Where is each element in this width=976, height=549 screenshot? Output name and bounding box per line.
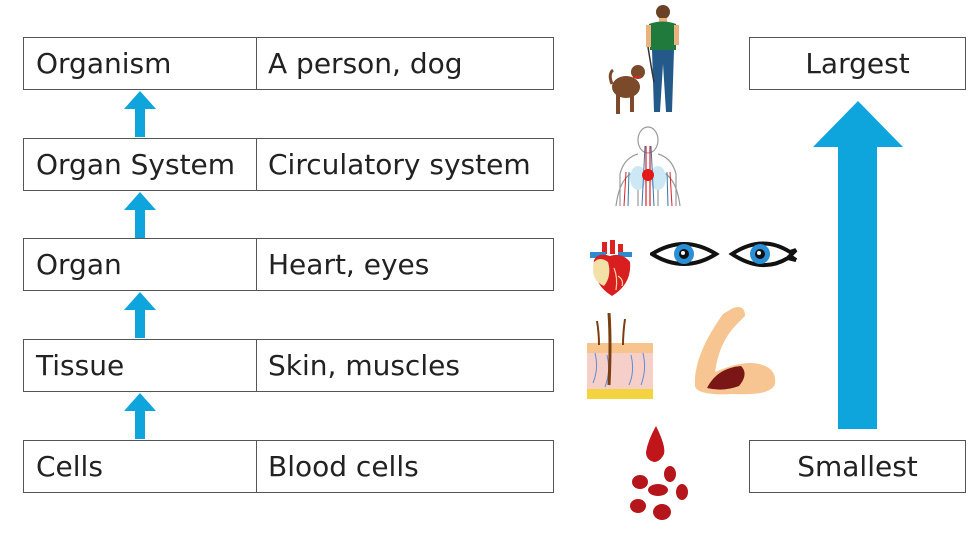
big-up-arrow-icon [813,101,903,429]
level-label: Organ System [24,139,257,190]
row-organ: Organ Heart, eyes [23,238,554,291]
example-label: A person, dog [268,47,463,80]
up-arrow-icon [124,292,156,338]
level-label: Tissue [24,340,257,391]
row-organism: Organism A person, dog [23,37,554,90]
row-tissue: Tissue Skin, muscles [23,339,554,392]
row-cells: Cells Blood cells [23,440,554,493]
row-organ-system: Organ System Circulatory system [23,138,554,191]
eye-icon [728,241,798,267]
flexed-arm-muscle-icon [694,307,776,395]
level-label: Organ [24,239,257,290]
skin-tissue-icon [587,313,653,399]
level-label: Organism [24,38,257,89]
example-label: Skin, muscles [268,349,460,382]
eye-icon [650,242,720,266]
example-label: Circulatory system [268,148,531,181]
smallest-label: Smallest [749,440,966,493]
up-arrow-icon [124,192,156,238]
circulatory-system-icon [615,126,681,206]
person-walking-dog-icon [608,5,679,114]
heart-icon [590,240,632,296]
example-label: Heart, eyes [268,248,430,281]
largest-label: Largest [749,37,966,90]
up-arrow-icon [124,393,156,439]
level-label: Cells [24,441,257,492]
blood-cells-icon [630,426,688,520]
example-label: Blood cells [268,450,419,483]
up-arrow-icon [124,91,156,137]
